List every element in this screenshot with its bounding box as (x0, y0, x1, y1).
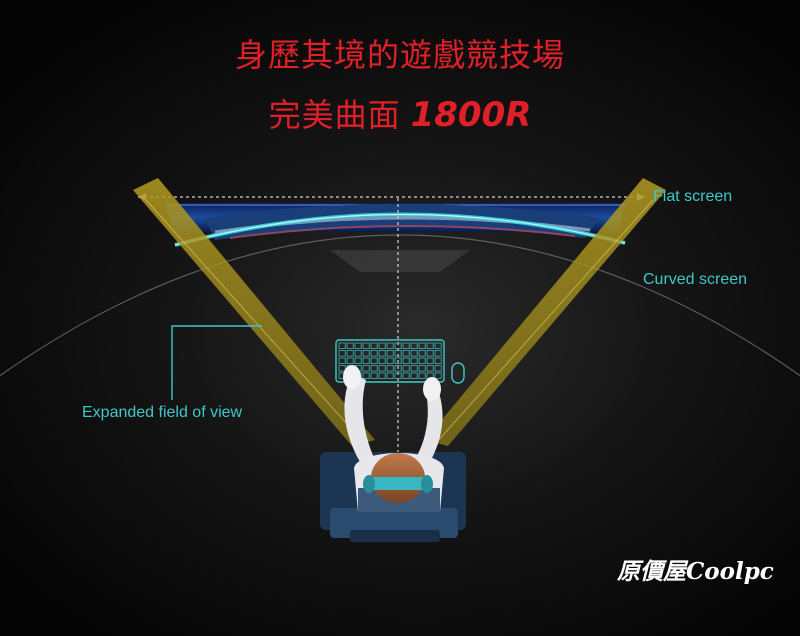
keyboard-key (370, 372, 378, 379)
headline-curve-text: 完美曲面 (268, 96, 401, 134)
view-arc (0, 234, 800, 377)
keyboard-key (386, 365, 394, 372)
keyboard-key (386, 342, 394, 349)
keyboard-key (426, 357, 434, 364)
gamer (343, 365, 444, 512)
keyboard-key (402, 350, 410, 357)
keyboard-key (394, 357, 402, 364)
keyboard-key (338, 365, 346, 372)
keyboard-key (378, 372, 386, 379)
curved-screen-label: Curved screen (643, 271, 748, 288)
headphones (366, 477, 430, 490)
keyboard-key (410, 350, 418, 357)
keyboard-key (386, 372, 394, 379)
monitor-stand (330, 250, 470, 272)
keyboard-key (434, 350, 442, 357)
keyboard-key (402, 342, 410, 349)
curved-panel (205, 204, 600, 240)
fov-cone-left (133, 178, 375, 446)
keyboard-key (338, 357, 346, 364)
keyboard-key (402, 372, 410, 379)
keyboard-key (418, 350, 426, 357)
keyboard-key (394, 372, 402, 379)
keyboard-key (362, 350, 370, 357)
keyboard-key (418, 357, 426, 364)
keyboard-key (370, 350, 378, 357)
flat-screen-label: Flat screen (653, 188, 733, 205)
keyboard-key (338, 342, 346, 349)
keyboard-key (418, 342, 426, 349)
keyboard-key (410, 365, 418, 372)
keyboard-key (410, 372, 418, 379)
keyboard-key (434, 342, 442, 349)
keyboard-key (370, 365, 378, 372)
keyboard-key (394, 350, 402, 357)
fov-cone-right (425, 178, 666, 446)
fov-leader-line (171, 325, 262, 400)
coolpc-logo: 原價屋Coolpc (617, 558, 774, 585)
mouse (451, 362, 465, 384)
keyboard-key (410, 357, 418, 364)
field-of-view-label: Expanded field of view (82, 404, 243, 421)
keyboard-key (338, 350, 346, 357)
keyboard-key (370, 342, 378, 349)
keyboard-key (354, 357, 362, 364)
keyboard-key (354, 350, 362, 357)
right-arm (416, 380, 443, 462)
right-hand (423, 377, 441, 401)
keyboard-key (418, 365, 426, 372)
left-hand (343, 365, 361, 389)
keyboard-key (346, 342, 354, 349)
keyboard-key (418, 372, 426, 379)
keyboard-key (426, 342, 434, 349)
keyboard-key (402, 357, 410, 364)
keyboard-key (362, 357, 370, 364)
keyboard-key (346, 350, 354, 357)
keyboard-key (434, 365, 442, 372)
keyboard-key (378, 357, 386, 364)
keyboard-key (378, 342, 386, 349)
keyboard-key (386, 357, 394, 364)
keyboard-key (370, 357, 378, 364)
keyboard-key (426, 365, 434, 372)
keyboard-key (402, 365, 410, 372)
keyboard-key (410, 342, 418, 349)
keyboard-key (386, 350, 394, 357)
keyboard-key (378, 350, 386, 357)
keyboard-key (346, 357, 354, 364)
keyboard-key (362, 372, 370, 379)
keyboard-key (426, 350, 434, 357)
keyboard-key (378, 365, 386, 372)
keyboard-key (394, 365, 402, 372)
keyboard-key (362, 342, 370, 349)
keyboard-key (354, 342, 362, 349)
keyboard-key (362, 365, 370, 372)
keyboard-key (434, 372, 442, 379)
keyboard-key (434, 357, 442, 364)
headline-curvature-number: 1800R (410, 95, 532, 135)
headline-line-1: 身歷其境的遊戲競技場 (234, 36, 565, 74)
keyboard-key (394, 342, 402, 349)
left-arm (344, 373, 374, 462)
